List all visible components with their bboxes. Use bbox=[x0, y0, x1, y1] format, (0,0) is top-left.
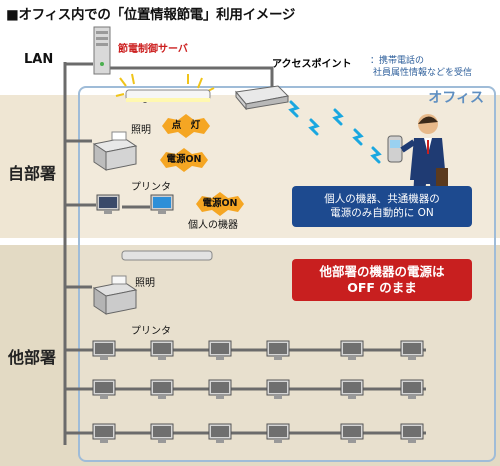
monitor-icon-other-r2-6 bbox=[400, 379, 426, 401]
printer-power-on-burst: 電源ON bbox=[156, 146, 212, 174]
printer-label-own: プリンタ bbox=[131, 182, 171, 193]
light-on-burst: 点 灯 bbox=[158, 112, 214, 140]
auto-on-line1: 個人の機器、共通機器の bbox=[324, 193, 440, 205]
auto-on-line2: 電源のみ自動的に ON bbox=[330, 207, 434, 219]
monitor-icon-other-r1-1 bbox=[92, 340, 118, 362]
lan-label: LAN bbox=[24, 52, 54, 67]
access-point-note-line1: ：携帯電話の bbox=[370, 56, 425, 66]
server-icon bbox=[93, 26, 111, 75]
monitor-icon-own-2 bbox=[150, 194, 176, 216]
access-point-note: ：携帯電話の 社員属性情報などを受信 bbox=[370, 55, 472, 79]
monitor-icon-other-r1-3 bbox=[208, 340, 234, 362]
access-point-icon bbox=[235, 85, 290, 110]
monitor-icon-other-r3-4 bbox=[266, 423, 292, 445]
printer-icon-other bbox=[92, 275, 138, 315]
auto-on-message: 個人の機器、共通機器の 電源のみ自動的に ON bbox=[292, 186, 472, 227]
printer-label-other: プリンタ bbox=[131, 326, 171, 337]
monitor-icon-other-r3-5 bbox=[340, 423, 366, 445]
personal-power-on-text: 電源ON bbox=[202, 198, 238, 209]
own-department-label: 自部署 bbox=[8, 164, 57, 183]
access-point-note-line2: 社員属性情報などを受信 bbox=[373, 68, 473, 78]
stays-off-message: 他部署の機器の電源は OFF のまま bbox=[292, 259, 472, 301]
stays-off-line1: 他部署の機器の電源は bbox=[319, 264, 445, 279]
light-fixture-icon-on bbox=[115, 73, 215, 102]
monitor-icon-other-r3-3 bbox=[208, 423, 234, 445]
monitor-icon-own-1 bbox=[96, 194, 122, 216]
office-label: オフィス bbox=[428, 90, 484, 106]
monitor-icon-other-r3-2 bbox=[150, 423, 176, 445]
burst-shape-icon bbox=[196, 192, 244, 216]
monitor-icon-other-r1-5 bbox=[340, 340, 366, 362]
lighting-label-own: 照明 bbox=[131, 125, 151, 136]
personal-power-on-burst: 電源ON bbox=[192, 190, 248, 218]
monitor-icon-other-r2-5 bbox=[340, 379, 366, 401]
burst-shape-icon bbox=[162, 114, 210, 138]
printer-power-on-text: 電源ON bbox=[166, 154, 202, 165]
access-point-label: アクセスポイント bbox=[272, 59, 352, 70]
monitor-icon-other-r2-1 bbox=[92, 379, 118, 401]
monitor-icon-other-r3-1 bbox=[92, 423, 118, 445]
monitor-icon-other-r2-2 bbox=[150, 379, 176, 401]
burst-shape-icon bbox=[160, 148, 208, 172]
printer-icon-own bbox=[92, 131, 138, 171]
monitor-icon-other-r2-3 bbox=[208, 379, 234, 401]
personal-devices-label: 個人の機器 bbox=[188, 220, 238, 231]
monitor-icon-other-r1-6 bbox=[400, 340, 426, 362]
monitor-icon-other-r1-4 bbox=[266, 340, 292, 362]
light-on-text: 点 灯 bbox=[171, 120, 201, 131]
stays-off-line2: OFF のまま bbox=[347, 280, 417, 295]
diagram-title: ■オフィス内での「位置情報節電」利用イメージ bbox=[6, 7, 296, 23]
monitor-icon-other-r2-4 bbox=[266, 379, 292, 401]
server-label: 節電制御サーバ bbox=[118, 44, 188, 55]
monitor-icon-other-r3-6 bbox=[400, 423, 426, 445]
lighting-label-other: 照明 bbox=[135, 278, 155, 289]
signal-waves-icon bbox=[288, 100, 382, 164]
other-department-label: 他部署 bbox=[8, 348, 57, 367]
monitor-icon-other-r1-2 bbox=[150, 340, 176, 362]
light-fixture-icon-off bbox=[121, 250, 213, 261]
